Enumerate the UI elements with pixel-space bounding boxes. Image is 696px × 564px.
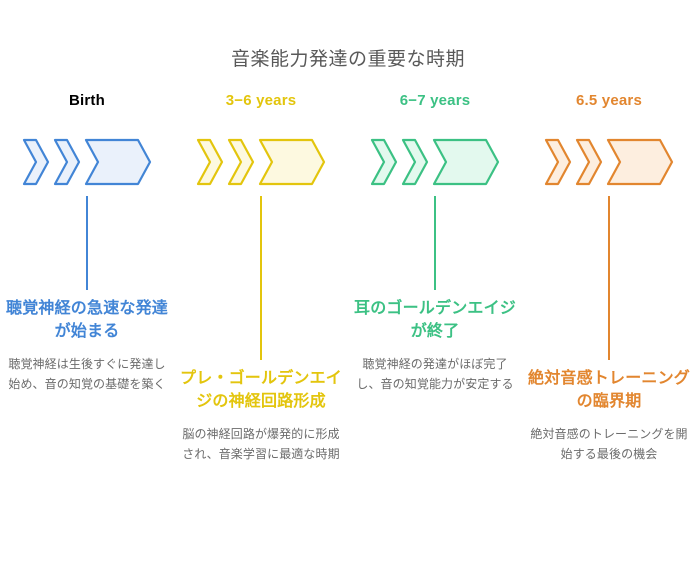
timeline-column-1: Birth 聴覚神経の急速な発達が始まる 聴覚神経は生後すぐに発達し始め、音の知… bbox=[0, 92, 174, 564]
chevron-large-icon bbox=[258, 138, 326, 186]
chevron-large-icon bbox=[432, 138, 500, 186]
headline-2: プレ・ゴールデンエイジの神経回路形成 bbox=[180, 370, 343, 410]
headline-1: 聴覚神経の急速な発達が始まる bbox=[6, 300, 169, 340]
description-3: 聴覚神経の発達がほぼ完了し、音の知覚能力が安定する bbox=[356, 357, 514, 391]
period-label-2: 3−6 years bbox=[225, 92, 297, 109]
timeline-column-3: 6−7 years 耳のゴールデンエイジが終了 聴覚神経の発達がほぼ完了し、音の… bbox=[348, 92, 522, 564]
period-label-1: Birth bbox=[69, 92, 105, 109]
chevron-group-3 bbox=[348, 134, 522, 190]
chevron-small-icon bbox=[370, 138, 398, 186]
timeline-column-4: 6.5 years 絶対音感トレーニングの臨界期 絶対音感のトレーニングを開始す… bbox=[522, 92, 696, 564]
headline-3: 耳のゴールデンエイジが終了 bbox=[354, 300, 517, 340]
headline-4: 絶対音感トレーニングの臨界期 bbox=[528, 370, 691, 410]
chevron-group-1 bbox=[0, 134, 174, 190]
chevron-small-icon bbox=[227, 138, 255, 186]
chevron-small-icon bbox=[575, 138, 603, 186]
chevron-small-icon bbox=[22, 138, 50, 186]
connector-line-1 bbox=[86, 196, 88, 290]
timeline-columns: Birth 聴覚神経の急速な発達が始まる 聴覚神経は生後すぐに発達し始め、音の知… bbox=[0, 92, 696, 564]
connector-line-4 bbox=[608, 196, 610, 360]
chevron-group-2 bbox=[174, 134, 348, 190]
chevron-small-icon bbox=[53, 138, 81, 186]
chevron-small-icon bbox=[401, 138, 429, 186]
chevron-small-icon bbox=[196, 138, 224, 186]
chevron-large-icon bbox=[606, 138, 674, 186]
text-block-3: 耳のゴールデンエイジが終了 聴覚神経の発達がほぼ完了し、音の知覚能力が安定する bbox=[348, 298, 522, 394]
text-block-4: 絶対音感トレーニングの臨界期 絶対音感のトレーニングを開始する最後の機会 bbox=[522, 368, 696, 464]
chevron-large-icon bbox=[84, 138, 152, 186]
description-4: 絶対音感のトレーニングを開始する最後の機会 bbox=[530, 427, 688, 461]
connector-line-2 bbox=[260, 196, 262, 360]
description-2: 脳の神経回路が爆発的に形成され、音楽学習に最適な時期 bbox=[182, 427, 340, 461]
connector-line-3 bbox=[434, 196, 436, 290]
description-1: 聴覚神経は生後すぐに発達し始め、音の知覚の基礎を築く bbox=[8, 357, 166, 391]
chevron-group-4 bbox=[522, 134, 696, 190]
text-block-2: プレ・ゴールデンエイジの神経回路形成 脳の神経回路が爆発的に形成され、音楽学習に… bbox=[174, 368, 348, 464]
text-block-1: 聴覚神経の急速な発達が始まる 聴覚神経は生後すぐに発達し始め、音の知覚の基礎を築… bbox=[0, 298, 174, 394]
period-label-3: 6−7 years bbox=[399, 92, 471, 109]
page-title: 音楽能力発達の重要な時期 bbox=[230, 49, 465, 70]
period-label-4: 6.5 years bbox=[575, 92, 643, 109]
timeline-column-2: 3−6 years プレ・ゴールデンエイジの神経回路形成 脳の神経回路が爆発的に… bbox=[174, 92, 348, 564]
chevron-small-icon bbox=[544, 138, 572, 186]
